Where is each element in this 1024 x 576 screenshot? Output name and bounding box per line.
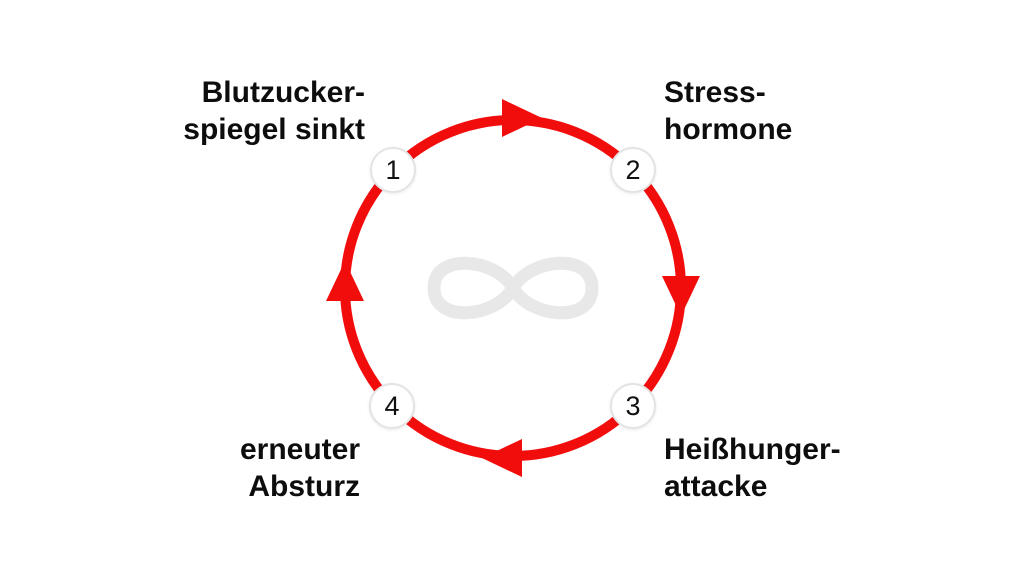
- step-label-line: Heißhunger-: [664, 433, 841, 466]
- step-label-stresshormone: Stress- hormone: [664, 74, 984, 148]
- arrowhead-bottom-icon: [482, 439, 522, 477]
- step-number: 4: [384, 390, 400, 421]
- step-label-line: Stress-: [664, 76, 766, 109]
- step-label-line: hormone: [664, 113, 793, 146]
- step-label-line: Absturz: [248, 470, 360, 503]
- step-badge-4: 4: [369, 383, 415, 429]
- step-badge-1: 1: [370, 147, 416, 193]
- step-badge-3: 3: [610, 383, 656, 429]
- step-label-blutzuckerspiegel: Blutzucker- spiegel sinkt: [60, 74, 365, 148]
- arrowhead-left-icon: [326, 261, 364, 301]
- step-number: 3: [625, 390, 641, 421]
- step-badge-2: 2: [610, 147, 656, 193]
- step-label-erneuter-absturz: erneuter Absturz: [60, 431, 360, 505]
- step-number: 2: [625, 154, 641, 185]
- step-label-line: attacke: [664, 470, 768, 503]
- step-label-line: spiegel sinkt: [183, 113, 365, 146]
- arrowhead-top-icon: [502, 99, 542, 137]
- arrowhead-right-icon: [662, 276, 700, 316]
- step-label-line: Blutzucker-: [201, 76, 365, 109]
- infinity-icon: [427, 256, 599, 320]
- step-label-heisshungerattacke: Heißhunger- attacke: [664, 431, 994, 505]
- step-label-line: erneuter: [239, 433, 360, 466]
- step-number: 1: [385, 154, 401, 185]
